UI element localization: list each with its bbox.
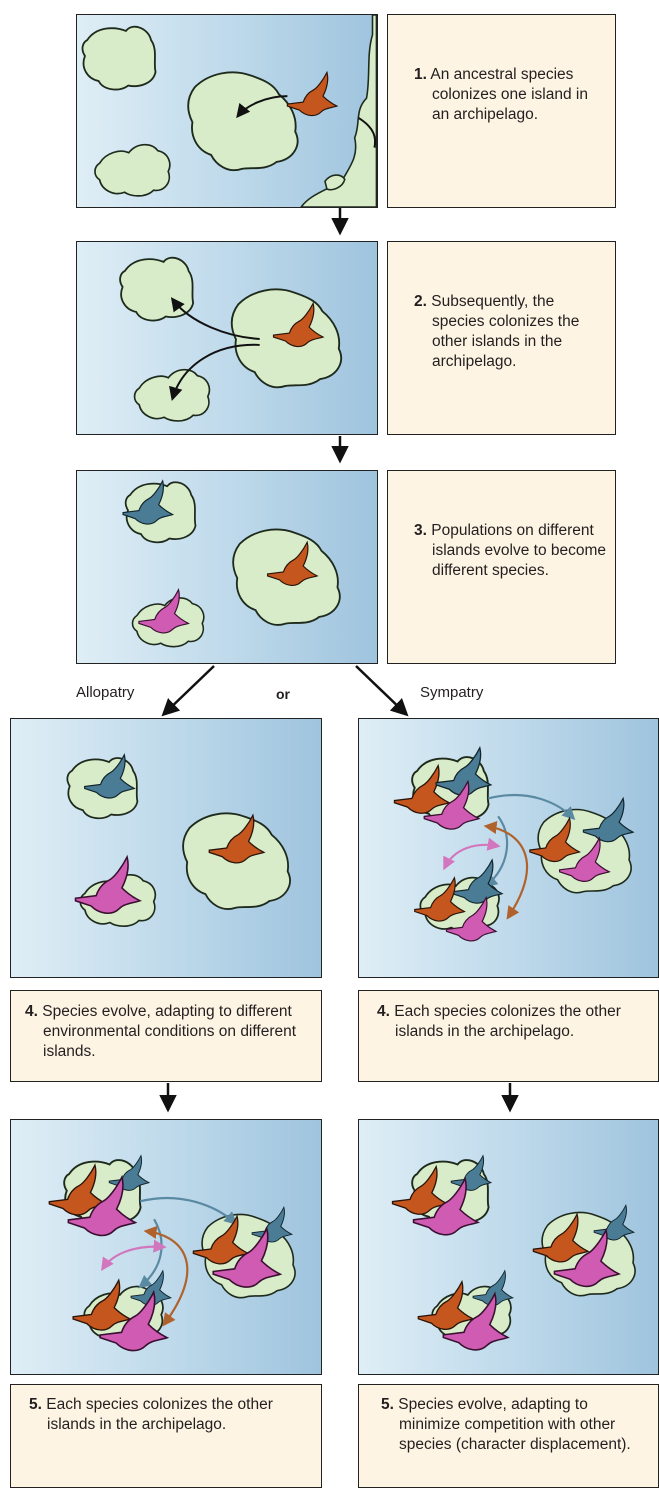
allopatry-5-text: Each species colonizes the other islands…: [46, 1396, 273, 1433]
ancestral-species-bird: [286, 71, 338, 117]
step-1-caption: 1. An ancestral species colonizes one is…: [387, 14, 616, 208]
panel-step-3-map: [76, 470, 378, 664]
sympatry-step-4-caption: 4. Each species colonizes the other isla…: [358, 990, 659, 1082]
sympatry-4-text: Each species colonizes the other islands…: [394, 1003, 621, 1040]
arrival-path: [358, 117, 377, 148]
colonization-arrow: [236, 95, 288, 119]
blue-dispersal-arrow: [139, 1197, 238, 1225]
arrow-step-1-to-2: [331, 208, 349, 236]
blue-dispersal-arrow: [487, 794, 576, 821]
island-southwest: [94, 143, 171, 197]
sympatry-step-5-caption: 5. Species evolve, adapting to minimize …: [358, 1384, 659, 1488]
blue-dispersal-arrow-south: [138, 1218, 163, 1289]
arrow-to-sympatry: [355, 665, 409, 717]
step-2-caption: 2. Subsequently, the species colonizes t…: [387, 241, 616, 435]
allopatry-4-number: 4.: [25, 1003, 38, 1020]
orange-dispersal-arrow: [143, 1225, 189, 1327]
or-label: or: [276, 686, 290, 702]
sympatry-5-text: Species evolve, adapting to minimize com…: [398, 1396, 631, 1453]
island-central: [187, 71, 299, 172]
allopatry-step-5-caption: 5. Each species colonizes the other isla…: [10, 1384, 322, 1488]
island-northwest: [81, 25, 157, 91]
step-1-text: An ancestral species colonizes one islan…: [430, 66, 588, 123]
island-southwest: [133, 368, 211, 422]
step-3-text: Populations on different islands evolve …: [431, 522, 607, 579]
step-1-number: 1.: [414, 66, 427, 83]
allopatry-4-text: Species evolve, adapting to different en…: [42, 1003, 297, 1060]
orange-dispersal-arrow: [483, 820, 528, 920]
allopatry-5-number: 5.: [29, 1396, 42, 1413]
colonization-arrow-north: [170, 297, 260, 340]
arrow-sympatry-4-to-5: [501, 1083, 519, 1113]
panel-allopatry-5-map: [10, 1119, 322, 1375]
allopatry-label: Allopatry: [76, 684, 135, 701]
sympatry-5-number: 5.: [381, 1396, 394, 1413]
small-coast-island: [324, 174, 346, 191]
allopatry-step-4-caption: 4. Species evolve, adapting to different…: [10, 990, 322, 1082]
pink-dispersal-arrow: [101, 1239, 167, 1272]
panel-step-1-map: [76, 14, 378, 208]
arrow-to-allopatry: [161, 665, 215, 717]
step-2-number: 2.: [414, 293, 427, 310]
step-2-text: Subsequently, the species colonizes the …: [431, 293, 580, 370]
panel-allopatry-4-map: [10, 718, 322, 978]
step-3-caption: 3. Populations on different islands evol…: [387, 470, 616, 664]
panel-sympatry-4-map: [358, 718, 659, 978]
branch-arrows: [161, 665, 409, 717]
step-1-map-illustration: [81, 15, 377, 207]
mainland: [300, 15, 377, 207]
sympatry-4-number: 4.: [377, 1003, 390, 1020]
arrow-allopatry-4-to-5: [159, 1083, 177, 1113]
colonization-arrow-south: [169, 343, 260, 402]
step-3-number: 3.: [414, 522, 427, 539]
sympatry-label: Sympatry: [420, 684, 484, 701]
arrow-step-2-to-3: [331, 436, 349, 464]
panel-step-2-map: [76, 241, 378, 435]
panel-sympatry-5-map: [358, 1119, 659, 1375]
